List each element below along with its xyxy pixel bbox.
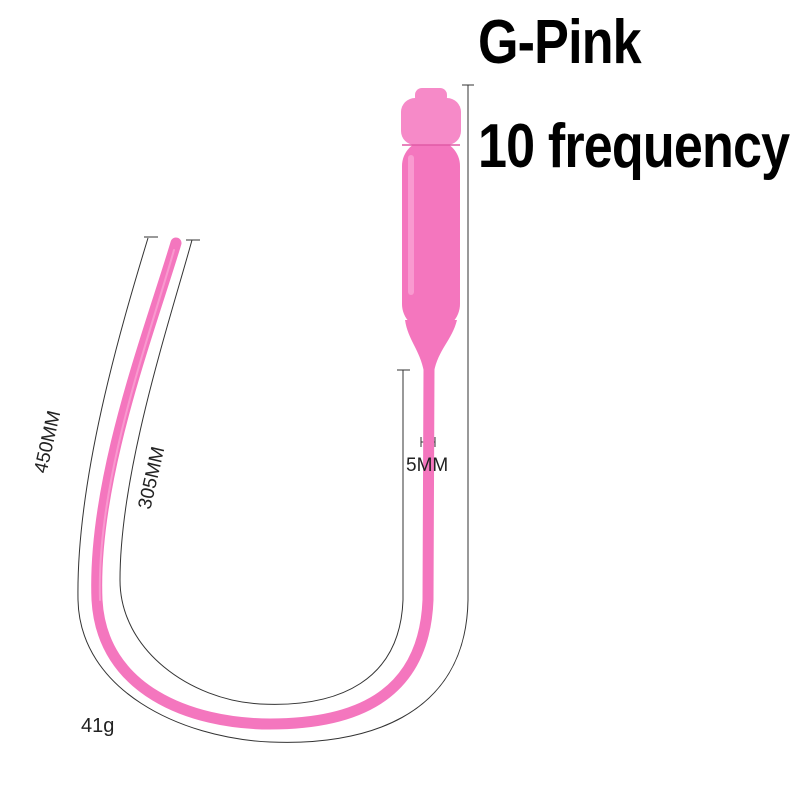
weight-label: 41g [81,715,115,737]
bullet-body [402,140,460,330]
total-length-measure-line [77,85,469,743]
bullet-highlight [408,155,414,295]
bullet-cap-top [415,88,447,104]
frequency-label: 10 frequency [478,112,790,181]
product-title: G-Pink [478,8,642,77]
diameter-label: 5MM [406,455,449,476]
bullet-cap [401,98,461,145]
silicone-rod [91,237,435,730]
rod-length-measure-line [119,239,404,705]
rod-neck [405,320,457,372]
rod-highlight [98,249,175,601]
